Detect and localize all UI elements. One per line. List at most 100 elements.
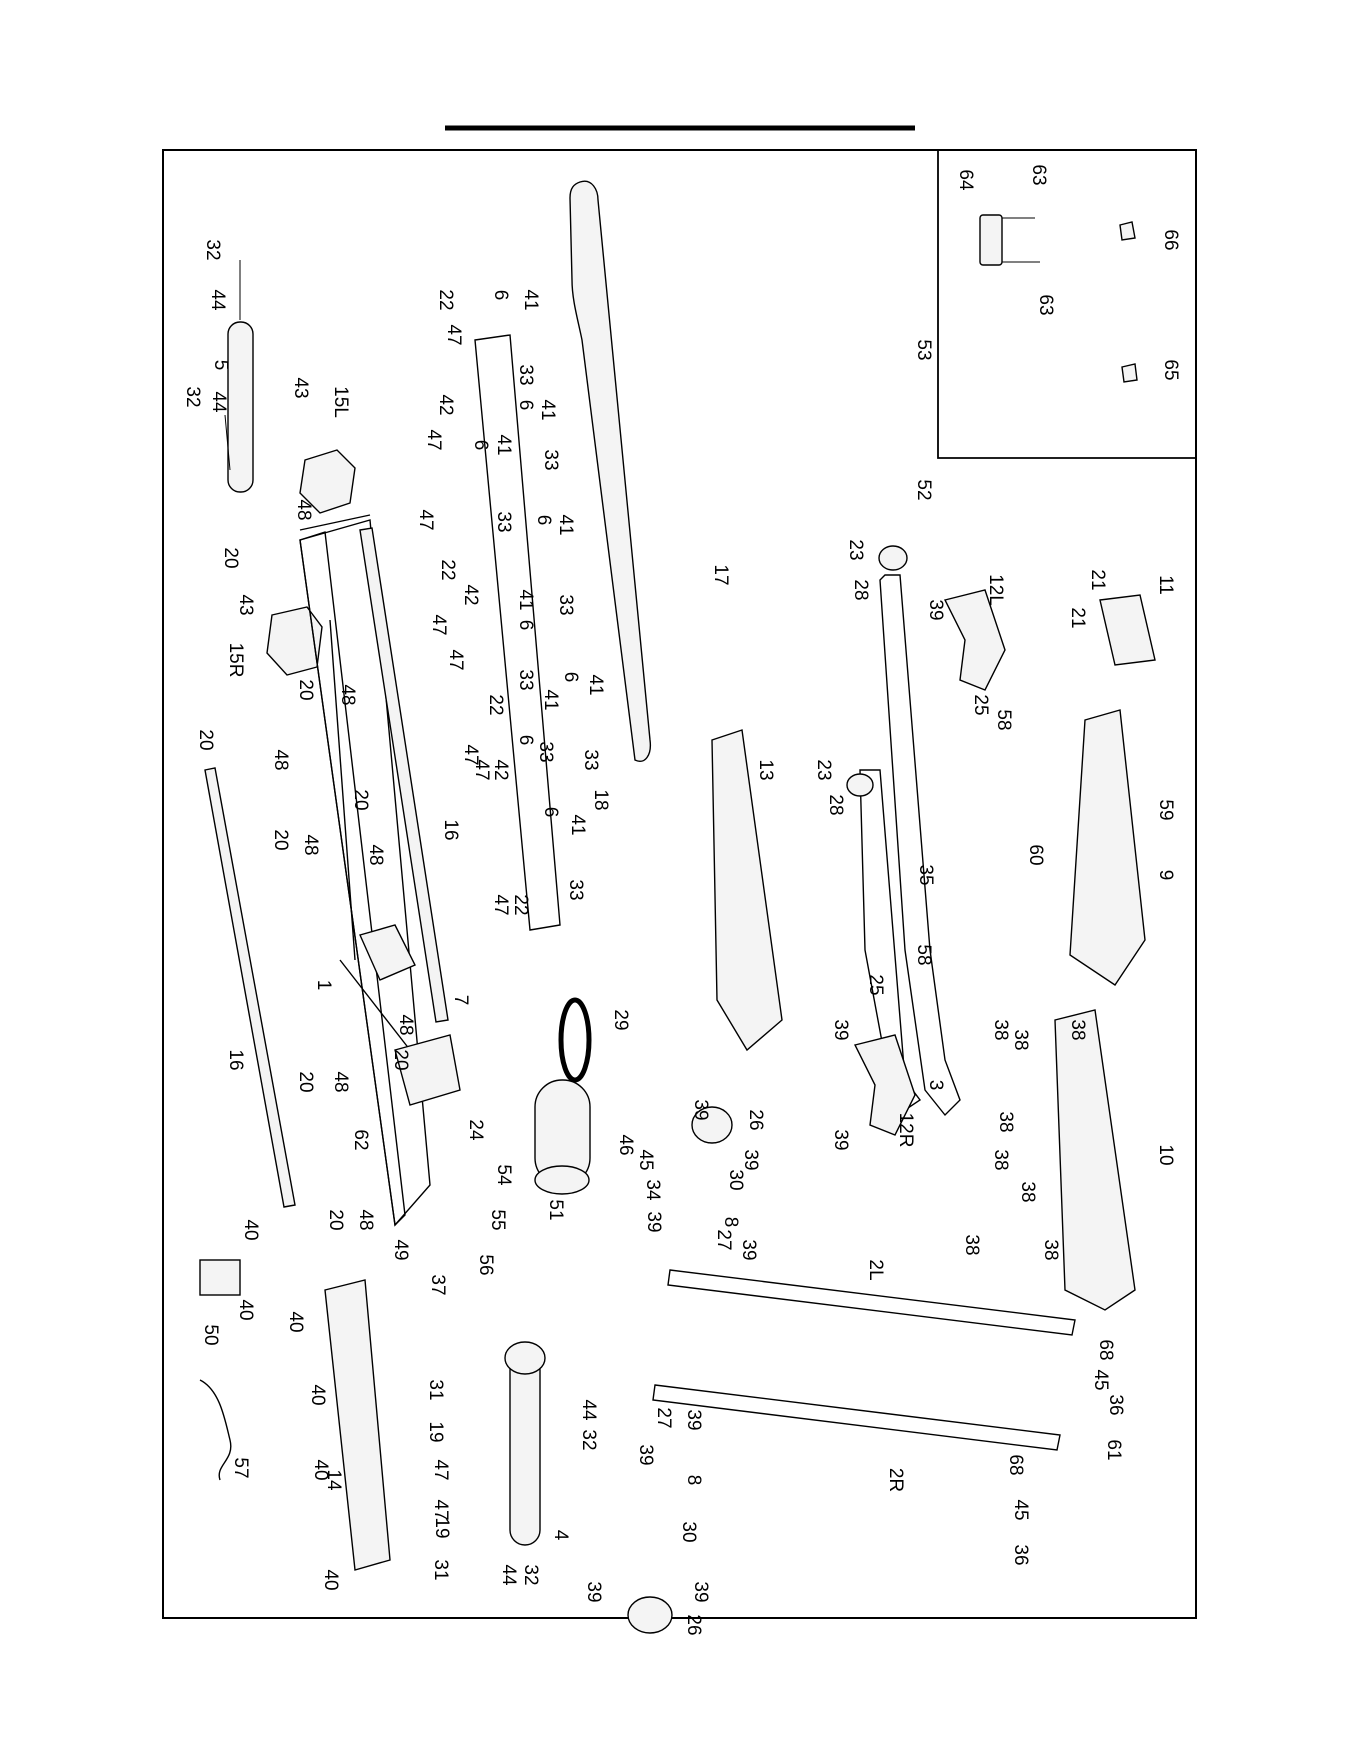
- callout-label: 8: [683, 1475, 704, 1486]
- callout-label: 43: [235, 594, 256, 615]
- callout-label: 15L: [330, 386, 351, 418]
- callout-label: 65: [1160, 359, 1181, 380]
- callout-label: 9: [1155, 870, 1176, 881]
- callout-label: 44: [578, 1399, 599, 1421]
- callout-label: 41: [515, 589, 536, 610]
- callout-label: 47: [490, 894, 511, 915]
- callout-label: 41: [520, 289, 541, 310]
- callout-label: 57: [230, 1457, 251, 1478]
- callout-label: 56: [475, 1254, 496, 1275]
- box-50: [199, 1259, 241, 1296]
- callout-label: 6: [540, 807, 561, 818]
- callout-label: 47: [471, 759, 492, 780]
- cover-12l: [943, 589, 1006, 691]
- roller-5: [224, 260, 254, 493]
- callout-label: 22: [510, 894, 531, 915]
- callout-label: 26: [745, 1109, 766, 1130]
- callout-label: 43: [290, 377, 311, 398]
- callout-label: 38: [1010, 1029, 1031, 1050]
- callout-label: 45: [635, 1149, 656, 1170]
- motor-51: [534, 1079, 591, 1195]
- callout-label: 42: [460, 584, 481, 605]
- callout-label: 20: [195, 729, 216, 750]
- deck-17: [569, 180, 652, 762]
- callout-label: 58: [913, 944, 934, 965]
- callout-label: 60: [1025, 844, 1046, 865]
- callout-label: 20: [295, 679, 316, 700]
- callout-label: 29: [610, 1009, 631, 1030]
- callout-label: 33: [493, 511, 514, 532]
- wheel-26-bottom: [627, 1596, 673, 1634]
- callout-label: 38: [1040, 1239, 1061, 1260]
- callout-label: 44: [498, 1564, 519, 1586]
- callout-label: 28: [850, 579, 871, 600]
- callout-label: 42: [435, 394, 456, 415]
- callout-label: 39: [690, 1581, 711, 1602]
- callout-label: 20: [350, 789, 371, 810]
- callout-label: 38: [995, 1111, 1016, 1132]
- callout-label: 21: [1087, 569, 1108, 590]
- callout-label: 47: [443, 324, 464, 345]
- callout-label: 54: [493, 1164, 514, 1186]
- callout-label: 45: [1090, 1369, 1111, 1390]
- callout-label: 8: [720, 1217, 741, 1228]
- callout-label: 34: [642, 1179, 663, 1201]
- callout-label: 32: [520, 1564, 541, 1585]
- wheel-26-top: [691, 1106, 733, 1144]
- diagram-frame: [162, 149, 1197, 1619]
- callout-label: 39: [583, 1581, 604, 1602]
- callout-label: 20: [270, 829, 291, 850]
- callout-label: 39: [925, 599, 946, 620]
- callout-label: 24: [465, 1119, 486, 1141]
- callout-label: 61: [1103, 1439, 1124, 1460]
- callout-label: 33: [565, 879, 586, 900]
- callout-label: 35: [915, 864, 936, 885]
- side-rail-16-left: [204, 767, 296, 1208]
- callout-label: 27: [653, 1407, 674, 1428]
- side-rail-16-right: [359, 527, 449, 1023]
- callout-label: 48: [293, 499, 314, 520]
- callout-label: 39: [643, 1211, 664, 1232]
- callout-label: 47: [428, 614, 449, 635]
- callout-label: 68: [1005, 1454, 1026, 1475]
- callout-label: 41: [537, 399, 558, 420]
- callout-label: 53: [913, 339, 934, 360]
- callout-label: 25: [970, 694, 991, 715]
- callout-label: 49: [390, 1239, 411, 1260]
- callout-label: 11: [1155, 575, 1176, 595]
- console-11: [1099, 594, 1156, 666]
- callout-label: 45: [1010, 1499, 1031, 1520]
- callout-label: 48: [337, 684, 358, 705]
- callout-label: 1: [313, 980, 334, 991]
- callout-label: 47: [415, 509, 436, 530]
- callout-label: 47: [423, 429, 444, 450]
- callout-label: 13: [755, 759, 776, 780]
- callout-label: 12R: [895, 1113, 916, 1148]
- callout-label: 62: [350, 1129, 371, 1150]
- callout-label: 39: [635, 1444, 656, 1465]
- callout-label: 44: [207, 289, 228, 311]
- callout-label: 39: [830, 1129, 851, 1150]
- callout-label: 40: [320, 1569, 341, 1590]
- callout-label: 48: [330, 1071, 351, 1092]
- callout-label: 6: [515, 400, 536, 411]
- callout-label: 22: [435, 289, 456, 310]
- callout-label: 40: [310, 1459, 331, 1480]
- callout-label: 33: [535, 741, 556, 762]
- rail-2l: [667, 1269, 1076, 1336]
- callout-label: 48: [270, 749, 291, 770]
- callout-label: 2R: [885, 1468, 906, 1492]
- callout-label: 5: [210, 360, 231, 371]
- callout-label: 39: [690, 1099, 711, 1120]
- deck-frame-18: [474, 334, 561, 931]
- callout-label: 19: [431, 1517, 452, 1538]
- callout-label: 38: [990, 1019, 1011, 1040]
- callout-label: 15R: [225, 643, 246, 678]
- callout-label: 18: [590, 789, 611, 810]
- callout-label: 41: [585, 674, 606, 695]
- callout-label: 20: [390, 1049, 411, 1070]
- callout-label: 55: [487, 1209, 508, 1230]
- callout-label: 33: [555, 594, 576, 615]
- frame-1: [299, 514, 461, 1227]
